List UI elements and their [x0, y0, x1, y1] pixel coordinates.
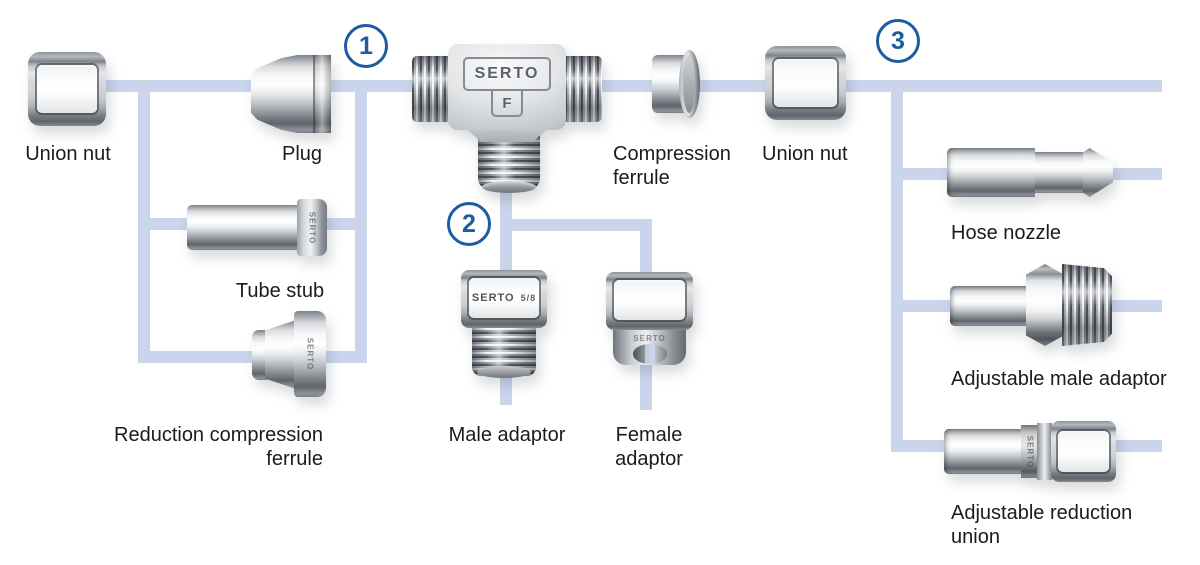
step-marker-1: 1 — [344, 24, 388, 68]
union-nut-left-image — [28, 52, 106, 126]
tee-stamp: SERTO F — [463, 57, 551, 117]
tee-body: SERTO F — [448, 44, 566, 130]
male-adaptor-brand-stamp: SERTO — [471, 292, 515, 304]
tube-stub-flange: SERTO — [297, 199, 327, 256]
hose-nozzle-neck — [1035, 152, 1085, 193]
adjustable-male-hex — [1026, 264, 1064, 346]
plug-image — [251, 55, 331, 133]
adjustable-male-thread — [1062, 264, 1112, 346]
tee-series-stamp: F — [491, 89, 523, 117]
label-adjustable-male-adaptor: Adjustable male adaptor — [951, 368, 1167, 390]
label-union-nut-right: Union nut — [762, 143, 848, 165]
reduction-compression-ferrule-image: SERTO — [252, 311, 326, 397]
nut-facet — [774, 59, 837, 107]
reduction-ferrule-tip — [252, 330, 267, 380]
nut-facet — [614, 280, 685, 320]
label-compression-ferrule: Compression ferrule — [613, 143, 731, 189]
ferrule-ring-face — [683, 55, 695, 113]
label-male-adaptor: Male adaptor — [448, 424, 566, 446]
label-tube-stub: Tube stub — [235, 280, 325, 302]
label-union-nut-left: Union nut — [25, 143, 111, 165]
ferrule-ring — [679, 50, 700, 118]
reduction-ferrule-cone — [265, 320, 296, 389]
step-marker-2: 2 — [447, 202, 491, 246]
label-plug: Plug — [281, 143, 323, 165]
nut-facet: SERTO 5/8 — [469, 278, 539, 318]
reduction-ferrule-brand-stamp: SERTO — [305, 337, 315, 371]
male-adaptor-hex: SERTO 5/8 — [461, 270, 547, 328]
reduction-union-collar: SERTO — [1021, 425, 1038, 478]
plug-end-face — [313, 55, 331, 133]
female-adaptor-image: SERTO — [606, 272, 693, 365]
hose-nozzle-barb — [1083, 148, 1113, 197]
tee-brand-stamp: SERTO — [463, 57, 551, 91]
female-adaptor-hex — [606, 272, 693, 330]
nut-facet — [1058, 431, 1109, 472]
adjustable-reduction-union-image: SERTO — [944, 421, 1116, 482]
label-adjustable-reduction-union: Adjustable reduction union — [951, 502, 1133, 548]
step-marker-1-number: 1 — [359, 31, 373, 60]
tube-stub-image: SERTO — [187, 199, 327, 256]
hose-nozzle-image — [947, 148, 1113, 197]
reduction-union-nut — [1051, 421, 1116, 482]
connector-middle-branch — [500, 219, 652, 231]
reduction-union-ring — [1037, 423, 1052, 480]
reduction-union-tube — [944, 429, 1024, 474]
hose-nozzle-body — [947, 148, 1035, 197]
union-nut-right-image — [765, 46, 846, 120]
adjustable-male-adaptor-image — [950, 262, 1112, 348]
step-marker-3-number: 3 — [891, 26, 905, 55]
female-adaptor-skirt: SERTO — [613, 326, 686, 365]
male-adaptor-size-stamp: 5/8 — [520, 293, 537, 303]
compression-ferrule-image — [652, 50, 700, 118]
nut-facet — [37, 65, 97, 113]
reduction-union-brand-stamp: SERTO — [1025, 435, 1034, 468]
adjustable-male-tube — [950, 286, 1032, 326]
male-adaptor-stamp: SERTO 5/8 — [469, 278, 539, 318]
label-reduction-compression-ferrule: Reduction compression ferrule — [114, 424, 323, 470]
label-hose-nozzle: Hose nozzle — [951, 222, 1062, 244]
female-adaptor-brand-stamp: SERTO — [633, 334, 666, 343]
plug-cone — [251, 55, 331, 133]
connector-right-vertical — [891, 80, 903, 452]
step-marker-2-number: 2 — [462, 209, 476, 238]
tube-stub-cylinder — [187, 205, 301, 250]
tube-stub-brand-stamp: SERTO — [307, 211, 317, 244]
tee-fitting-image: SERTO F — [412, 36, 602, 193]
label-female-adaptor: Female adaptor — [615, 424, 683, 470]
male-adaptor-image: SERTO 5/8 — [461, 270, 547, 383]
reduction-ferrule-body: SERTO — [294, 311, 326, 397]
female-adaptor-bore — [632, 344, 667, 364]
step-marker-3: 3 — [876, 19, 920, 63]
male-adaptor-thread — [472, 324, 536, 378]
